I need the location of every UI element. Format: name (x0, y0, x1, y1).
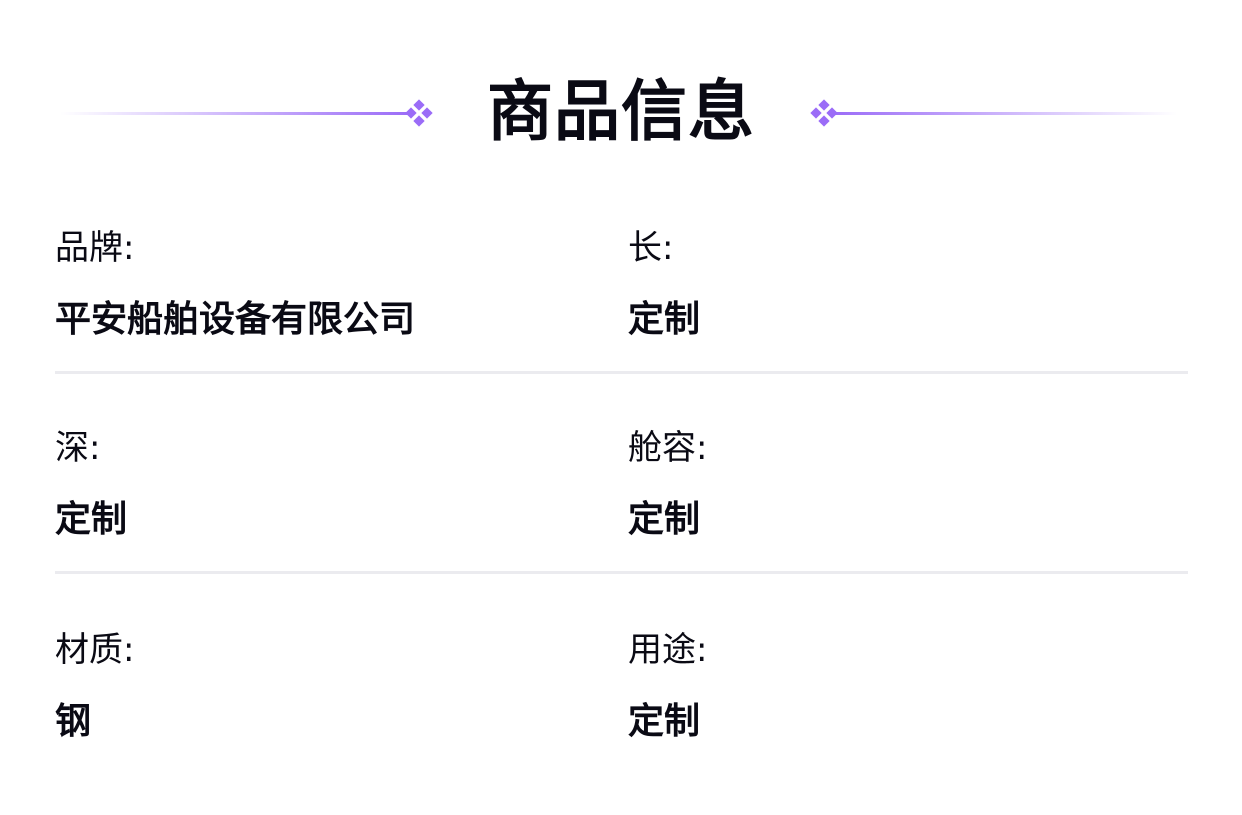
header-line-left (60, 112, 410, 115)
spec-value: 平安船舶设备有限公司 (55, 299, 416, 340)
header-line-right (832, 112, 1177, 115)
spec-label: 材质: (55, 630, 135, 670)
spec-label: 舱容: (628, 428, 708, 468)
spec-label: 用途: (628, 630, 708, 670)
spec-value: 定制 (628, 299, 701, 340)
spec-depth: 深: 定制 (55, 398, 127, 544)
spec-capacity: 舱容: 定制 (628, 398, 707, 544)
spec-value: 定制 (628, 701, 701, 742)
spec-usage: 用途: 定制 (628, 600, 707, 746)
spec-row: 深: 定制 舱容: 定制 (55, 398, 1188, 598)
spec-row: 材质: 钢 用途: 定制 (55, 600, 1188, 800)
spec-label: 品牌: (55, 228, 135, 268)
spec-value: 钢 (55, 701, 92, 742)
spec-value: 定制 (628, 499, 701, 540)
divider (55, 371, 1188, 374)
spec-label: 深: (55, 428, 101, 468)
spec-value: 定制 (55, 499, 128, 540)
spec-brand: 品牌: 平安船舶设备有限公司 (55, 198, 415, 344)
spec-material: 材质: 钢 (55, 600, 134, 746)
section-title: 商品信息 (487, 73, 755, 150)
spec-label: 长: (628, 228, 674, 268)
divider (55, 571, 1188, 574)
spec-length: 长: 定制 (628, 198, 700, 344)
spec-row: 品牌: 平安船舶设备有限公司 长: 定制 (55, 198, 1188, 398)
